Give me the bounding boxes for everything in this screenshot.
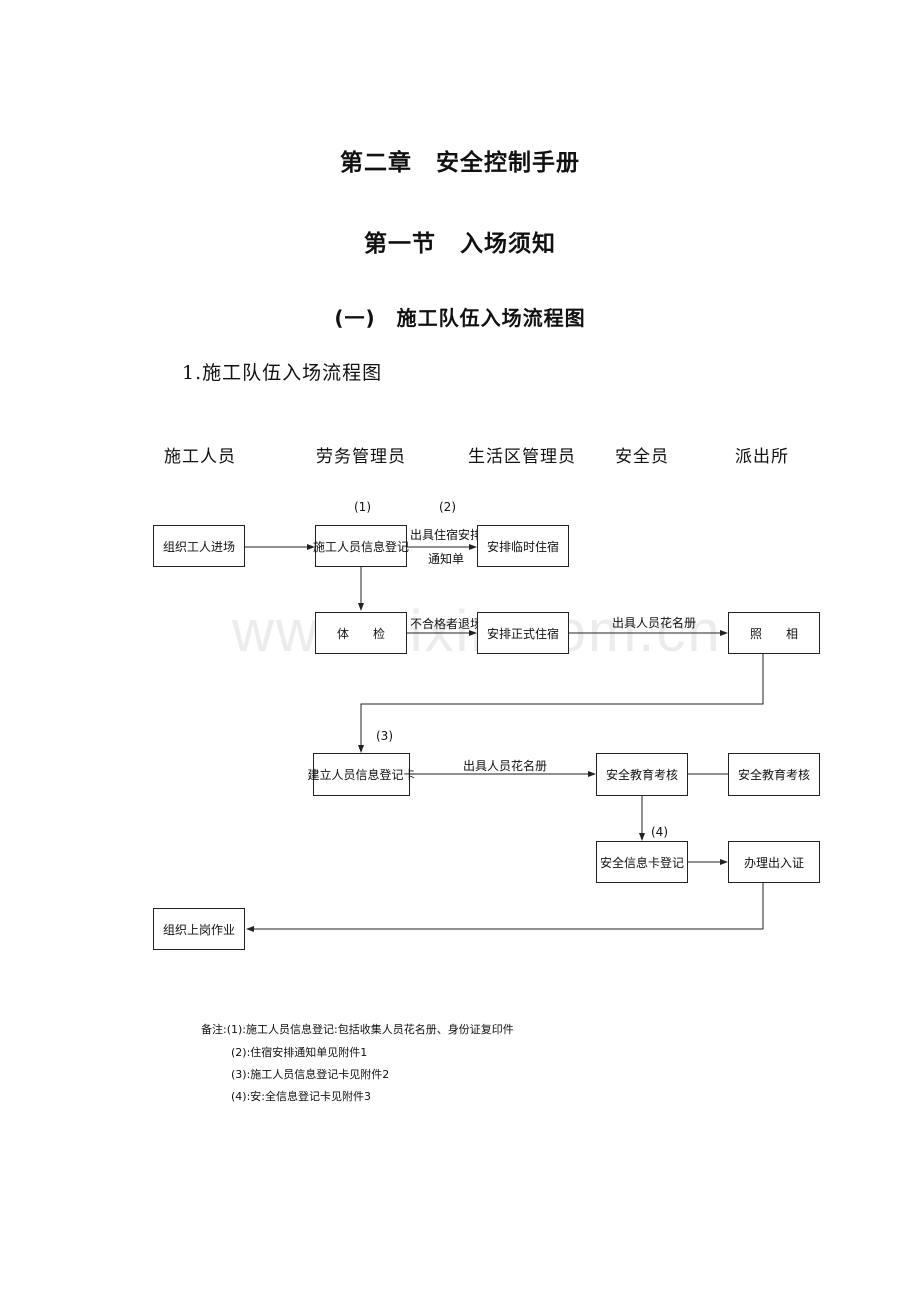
- note-line-4: (4):安:全信息登记卡见附件3: [231, 1090, 371, 1103]
- box-label: 安全信息卡登记: [599, 855, 684, 870]
- subsection-title: (一) 施工队伍入场流程图: [334, 306, 586, 330]
- note-line-2: (2):住宿安排通知单见附件1: [231, 1046, 368, 1059]
- box-safety-education-exam: 安全教育考核: [596, 753, 688, 796]
- box-label: 照 相: [749, 626, 798, 641]
- box-label: 安全教育考核: [737, 768, 810, 782]
- column-header-worker: 施工人员: [164, 447, 236, 467]
- column-header-police-station: 派出所: [735, 447, 789, 467]
- column-header-safety-officer: 安全员: [615, 447, 669, 467]
- box-label: 安排正式住宿: [486, 626, 559, 641]
- box-label: 安全教育考核: [605, 768, 678, 782]
- box-photo: 照 相: [728, 612, 820, 654]
- box-label: 组织上岗作业: [162, 922, 235, 937]
- arrow-label-lodging-notice: 出具住宿安排: [410, 528, 483, 542]
- box-label: 施工人员信息登记: [313, 539, 410, 554]
- box-label: 体 检: [336, 626, 385, 641]
- box-safety-card: 安全信息卡登记: [596, 841, 688, 883]
- step-label-1: (1): [354, 500, 371, 514]
- box-label: 办理出入证: [743, 855, 804, 870]
- arrow-label-unqualified: 不合格者退场: [410, 617, 483, 631]
- arrow-label-roster: 出具人员花名册: [612, 616, 697, 630]
- box-label: 组织工人进场: [162, 539, 235, 554]
- box-build-card: 建立人员信息登记卡: [308, 753, 416, 796]
- box-access-pass: 办理出入证: [728, 841, 820, 883]
- box-register-info: 施工人员信息登记: [313, 525, 410, 567]
- box-safety-education-exam-2: 安全教育考核: [728, 753, 820, 796]
- column-header-labor-manager: 劳务管理员: [316, 447, 406, 467]
- box-organize-workers: 组织工人进场: [153, 525, 245, 567]
- box-temp-lodging: 安排临时住宿: [477, 525, 569, 567]
- arrow-label-lodging-notice-line2: 通知单: [428, 552, 465, 566]
- note-line-1: 备注:(1):施工人员信息登记:包括收集人员花名册、身份证复印件: [201, 1023, 514, 1036]
- section-title: 第一节 入场须知: [364, 231, 556, 257]
- note-line-3: (3):施工人员信息登记卡见附件2: [231, 1068, 390, 1081]
- arrow-label-roster-2: 出具人员花名册: [463, 759, 548, 773]
- box-formal-lodging: 安排正式住宿: [477, 612, 569, 654]
- step-label-2: (2): [439, 500, 456, 514]
- box-label: 建立人员信息登记卡: [307, 768, 416, 782]
- box-start-work: 组织上岗作业: [153, 908, 245, 950]
- step-label-4: (4): [651, 825, 668, 839]
- column-header-living-manager: 生活区管理员: [468, 447, 576, 467]
- box-physical-exam: 体 检: [315, 612, 407, 654]
- step-label-3: (3): [376, 729, 393, 743]
- chapter-title: 第二章 安全控制手册: [340, 150, 580, 176]
- item-heading: 1.施工队伍入场流程图: [182, 362, 383, 384]
- box-label: 安排临时住宿: [486, 539, 559, 554]
